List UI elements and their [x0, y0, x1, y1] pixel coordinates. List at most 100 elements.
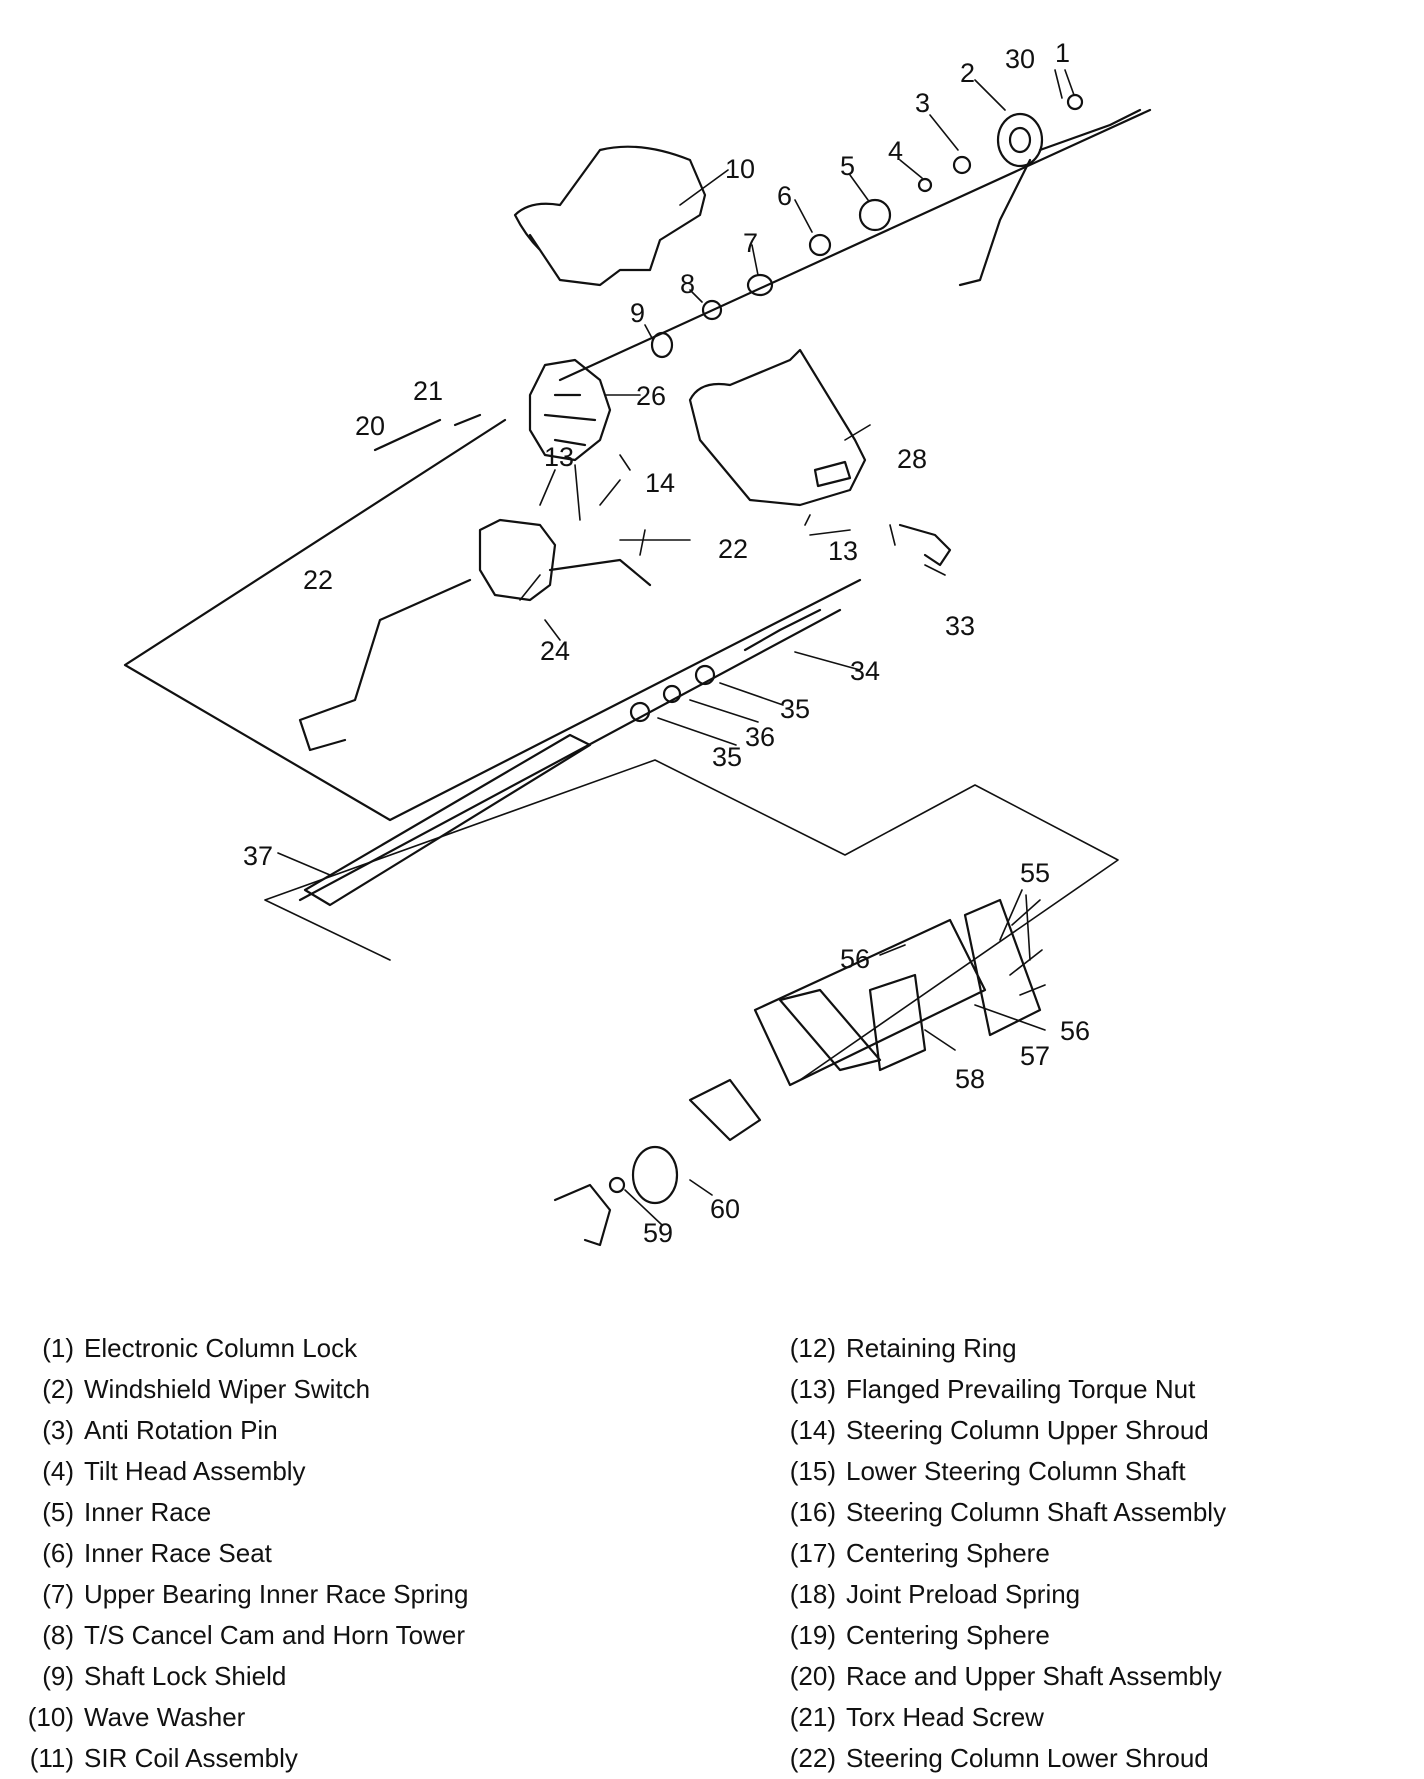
- callout: 58: [955, 1064, 985, 1094]
- legend-item: (9) Shaft Lock Shield: [8, 1656, 728, 1697]
- mount-bracket: [778, 988, 882, 1072]
- part-36-spring: [662, 684, 682, 704]
- part-35-sphere-bottom: [629, 701, 651, 723]
- callout: 22: [303, 565, 333, 595]
- part-1-nut: [1066, 93, 1084, 111]
- legend-text: Steering Column Upper Shroud: [846, 1415, 1209, 1445]
- part-37-shaft: [303, 733, 592, 907]
- callout: 13: [544, 442, 574, 472]
- legend-num: (9): [42, 1661, 74, 1691]
- callout: 7: [743, 228, 758, 258]
- part-60-bearing: [631, 1145, 679, 1205]
- part-8-cam: [701, 299, 723, 321]
- legend-text: SIR Coil Assembly: [84, 1743, 298, 1773]
- callout-labels: 1 2 30 3 4 5 6 7 8 9 10 26 21 20 13 14 2…: [243, 38, 1090, 1248]
- legend-num: (6): [42, 1538, 74, 1568]
- legend-item: (17)Centering Sphere: [770, 1533, 1410, 1574]
- legend-item: (2) Windshield Wiper Switch: [8, 1369, 728, 1410]
- callout: 33: [945, 611, 975, 641]
- callout: 56: [1060, 1016, 1090, 1046]
- part-33-clip: [898, 523, 952, 567]
- part-2-ring: [996, 112, 1044, 168]
- callout: 10: [725, 154, 755, 184]
- legend-text: Upper Bearing Inner Race Spring: [84, 1579, 469, 1609]
- lower-shaft-axis: [298, 608, 842, 902]
- part-1-harness: [958, 108, 1142, 287]
- legend-text: Windshield Wiper Switch: [84, 1374, 371, 1404]
- legend-num: (2): [42, 1374, 74, 1404]
- legend-item: (1)Electronic Column Lock: [8, 1328, 728, 1369]
- group-frame-lower: [264, 759, 1119, 1081]
- group-frame-upper: [123, 418, 862, 822]
- legend-item: (15)Lower Steering Column Shaft: [770, 1451, 1410, 1492]
- part-10-shroud: [513, 145, 707, 287]
- legend-num: (22): [789, 1743, 836, 1773]
- part-9-shield: [650, 331, 674, 359]
- callout: 21: [413, 376, 443, 406]
- part-7-spring: [746, 273, 774, 297]
- callout: 28: [897, 444, 927, 474]
- legend-item: (12)Retaining Ring: [770, 1328, 1410, 1369]
- legend-text: Electronic Column Lock: [84, 1333, 358, 1363]
- callout: 35: [780, 694, 810, 724]
- column-jacket: [753, 898, 1042, 1087]
- legend-item: (4) Tilt Head Assembly: [8, 1451, 728, 1492]
- legend-item: (11) SIR Coil Assembly: [8, 1738, 728, 1779]
- legend-text: Race and Upper Shaft Assembly: [846, 1661, 1222, 1691]
- legend-text: Torx Head Screw: [846, 1702, 1044, 1732]
- exploded-steering-column-diagram: 1 2 30 3 4 5 6 7 8 9 10 26 21 20 13 14 2…: [123, 38, 1152, 1248]
- legend-text: Shaft Lock Shield: [84, 1661, 287, 1691]
- legend-num: (18): [789, 1579, 836, 1609]
- legend-num: (8): [42, 1620, 74, 1650]
- part-26-lock-housing: [528, 358, 612, 462]
- legend-text: Flanged Prevailing Torque Nut: [846, 1374, 1196, 1404]
- callout: 56: [840, 944, 870, 974]
- legend-item: (5) Inner Race: [8, 1492, 728, 1533]
- legend-text: Lower Steering Column Shaft: [846, 1456, 1186, 1486]
- legend-item: (13) Flanged Prevailing Torque Nut: [770, 1369, 1410, 1410]
- callout: 13: [828, 536, 858, 566]
- legend-num: (19): [789, 1620, 836, 1650]
- legend-item: (6) Inner Race Seat: [8, 1533, 728, 1574]
- part-34-shaft-end: [743, 608, 822, 652]
- callout: 3: [915, 88, 930, 118]
- callout: 8: [680, 269, 695, 299]
- legend-item: (7) Upper Bearing Inner Race Spring: [8, 1574, 728, 1615]
- legend-num: (21): [789, 1702, 836, 1732]
- callout: 34: [850, 656, 880, 686]
- legend-item: (3)Anti Rotation Pin: [8, 1410, 728, 1451]
- legend-item: (19)Centering Sphere: [770, 1615, 1410, 1656]
- legend-item: (10)Wave Washer: [8, 1697, 728, 1738]
- callout: 24: [540, 636, 570, 666]
- legend-item: (16)Steering Column Shaft Assembly: [770, 1492, 1410, 1533]
- legend-text: Inner Race: [84, 1497, 212, 1527]
- legend-num: (3): [42, 1415, 74, 1445]
- callout: 26: [636, 381, 666, 411]
- callout: 5: [840, 151, 855, 181]
- callout: 4: [888, 136, 903, 166]
- legend-text: Inner Race Seat: [84, 1538, 272, 1568]
- legend-num: (5): [42, 1497, 74, 1527]
- legend-left-column: (1)Electronic Column Lock (2) Windshield …: [8, 1328, 728, 1779]
- leader-lines: [277, 69, 1075, 1226]
- legend-num: (16): [789, 1497, 836, 1527]
- part-21-pin: [453, 413, 482, 427]
- callout: 35: [712, 742, 742, 772]
- part-35-sphere-top: [694, 664, 716, 686]
- legend-right-column: (12)Retaining Ring (13) Flanged Prevailin…: [770, 1328, 1410, 1779]
- legend-num: (11): [29, 1743, 74, 1773]
- legend-num: (4): [42, 1456, 74, 1486]
- callout: 1: [1055, 38, 1070, 68]
- legend-num: (20): [789, 1661, 836, 1691]
- legend-text: Steering Column Lower Shroud: [846, 1743, 1209, 1773]
- legend-num: (7): [42, 1579, 74, 1609]
- part-59-washer: [608, 1176, 626, 1194]
- callout: 60: [710, 1194, 740, 1224]
- legend-text: Tilt Head Assembly: [84, 1456, 306, 1486]
- part-4-washer: [917, 177, 933, 193]
- legend-text: T/S Cancel Cam and Horn Tower: [84, 1620, 466, 1650]
- legend-num: (14): [789, 1415, 836, 1445]
- legend-num: (13): [789, 1374, 836, 1404]
- callout: 59: [643, 1218, 673, 1248]
- callout: 6: [777, 181, 792, 211]
